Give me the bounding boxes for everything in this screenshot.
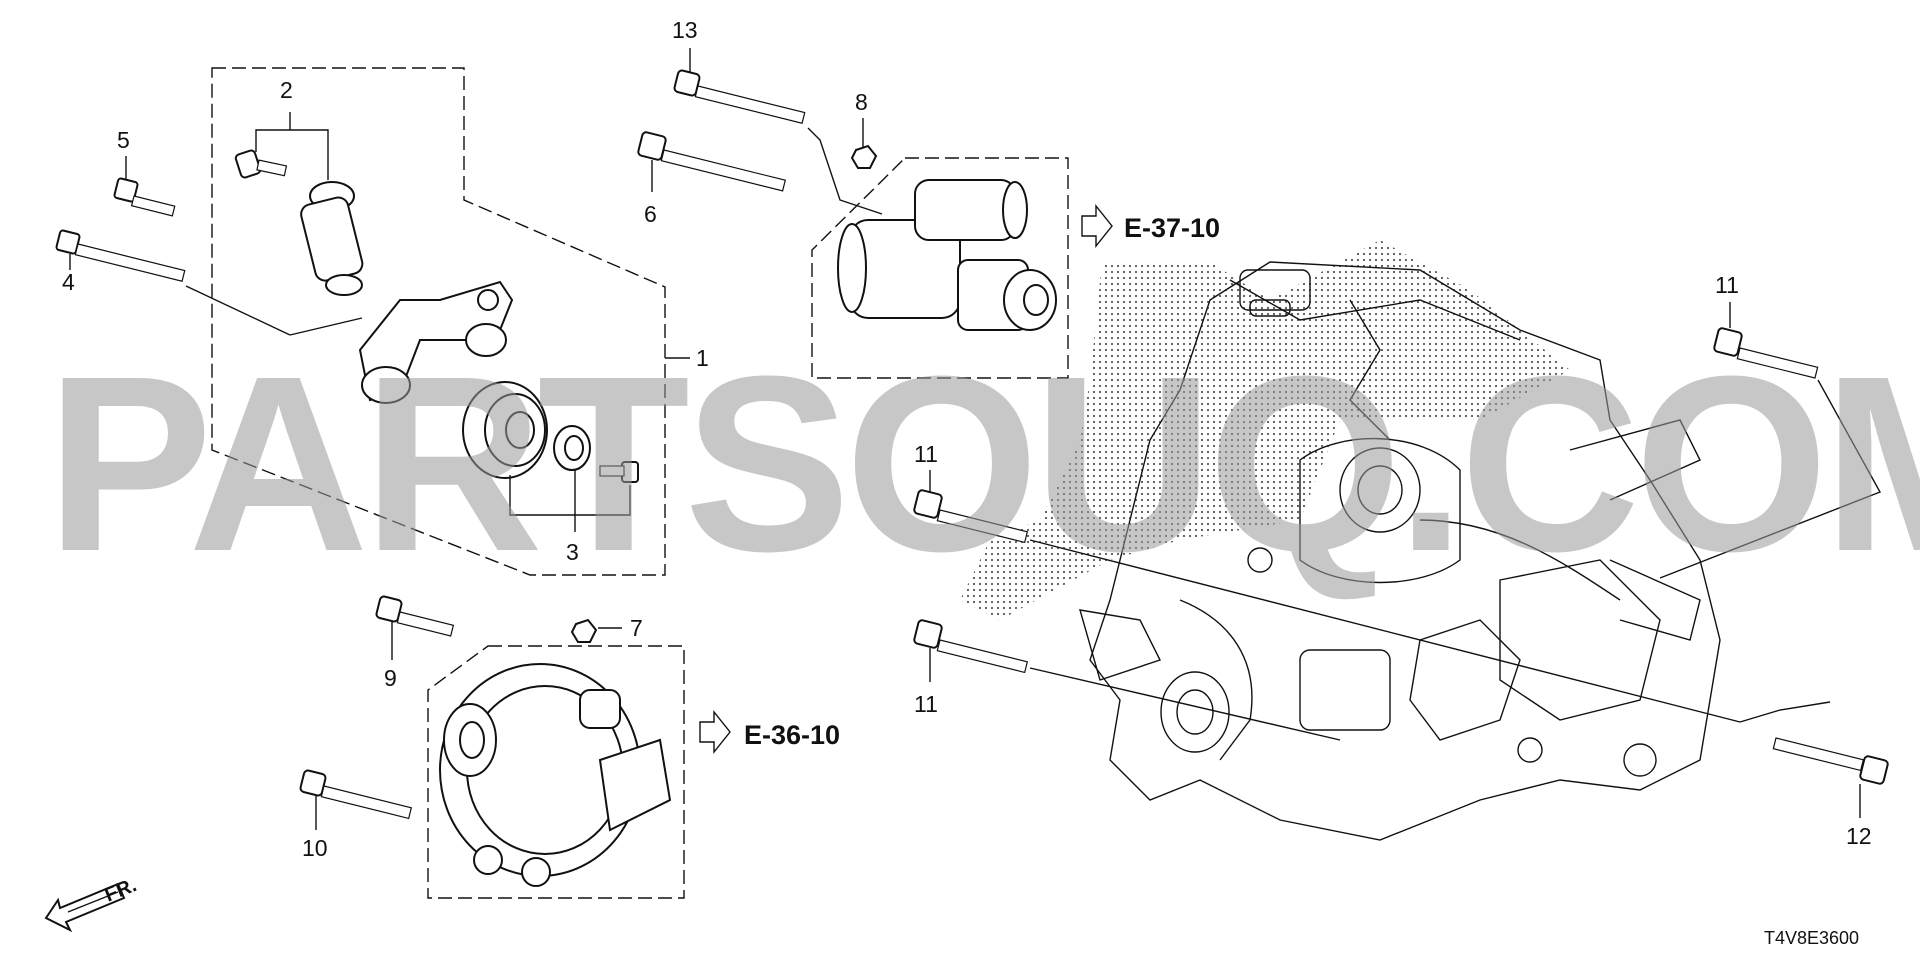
bolt-11-right[interactable] [1713, 327, 1819, 379]
alternator[interactable] [439, 663, 672, 887]
starter-reference-label[interactable]: E-37-10 [1124, 213, 1220, 243]
callout-7[interactable]: 7 [630, 615, 643, 641]
starter-motor[interactable] [837, 179, 1057, 331]
tensioner-bolt-small[interactable] [234, 149, 288, 179]
front-direction-arrow-icon [44, 882, 126, 933]
bolt-13[interactable] [673, 69, 806, 125]
callout-8[interactable]: 8 [855, 89, 868, 115]
alternator-reference-arrow-icon[interactable] [699, 710, 731, 754]
watermark: PARTSOUQ.COM [46, 324, 1920, 603]
tensioner-group-outline [211, 67, 666, 576]
callout-6[interactable]: 6 [644, 201, 657, 227]
bolt-9[interactable] [375, 595, 455, 637]
callout-2[interactable]: 2 [280, 77, 293, 103]
nut-8[interactable] [850, 144, 878, 169]
bolt-10[interactable] [299, 769, 413, 820]
callout-13[interactable]: 13 [672, 17, 698, 43]
callout-12[interactable]: 12 [1846, 823, 1872, 849]
pulley-bolt[interactable] [599, 461, 639, 483]
engine-assembly[interactable] [960, 240, 1721, 841]
bolt-11-left-upper[interactable] [913, 489, 1029, 544]
tensioner-assembly-group: 1 2 [55, 67, 709, 576]
callout-11-left-lower[interactable]: 11 [914, 691, 938, 717]
bolt-6[interactable] [637, 131, 787, 192]
tensioner-damper[interactable] [299, 181, 364, 296]
diagram-code: T4V8E3600 [1764, 928, 1859, 948]
callout-10[interactable]: 10 [302, 835, 328, 861]
nut-7[interactable] [570, 618, 598, 643]
alternator-group: 9 7 10 E-36-10 [299, 595, 840, 899]
bolt-5[interactable] [113, 177, 176, 217]
bolt-11-left-lower[interactable] [913, 619, 1029, 674]
bolt-12[interactable] [1772, 737, 1889, 785]
starter-group-outline [811, 157, 1069, 379]
idler-pulley[interactable] [462, 381, 548, 479]
front-direction-label: FR. [102, 874, 140, 906]
alternator-group-outline [427, 645, 685, 899]
callout-11-right[interactable]: 11 [1715, 272, 1739, 298]
pulley-washer[interactable] [553, 425, 591, 471]
callout-4[interactable]: 4 [62, 269, 75, 295]
starter-group: 13 8 6 E-37-10 [637, 17, 1220, 379]
callout-1[interactable]: 1 [696, 345, 709, 371]
callout-5[interactable]: 5 [117, 127, 130, 153]
callout-9[interactable]: 9 [384, 665, 397, 691]
callout-3[interactable]: 3 [566, 539, 579, 565]
bolt-4[interactable] [55, 229, 186, 283]
starter-reference-arrow-icon[interactable] [1081, 204, 1113, 248]
alternator-reference-label[interactable]: E-36-10 [744, 720, 840, 750]
callout-11-left-upper[interactable]: 11 [914, 441, 938, 467]
tensioner-arm[interactable] [358, 280, 514, 404]
